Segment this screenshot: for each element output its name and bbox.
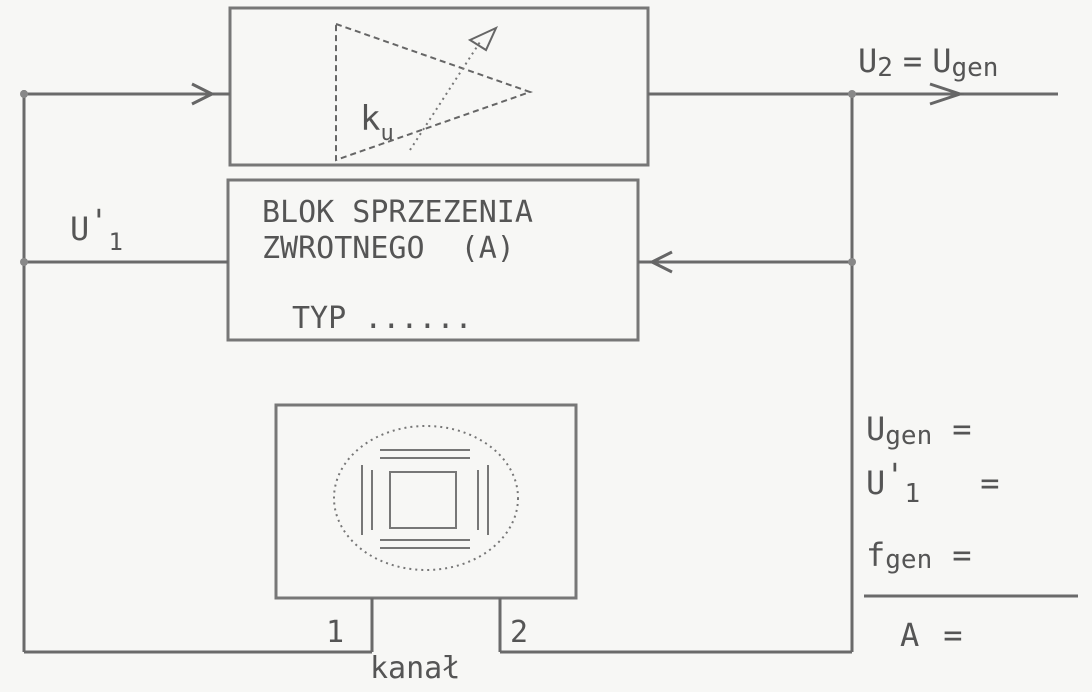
feedback-signal-label: U'1 — [70, 202, 123, 256]
readout-ugen: Ugen= — [866, 410, 972, 451]
node-output — [848, 90, 856, 98]
channel-block — [274, 403, 578, 600]
node-input — [20, 90, 28, 98]
node-feedback-left — [20, 258, 28, 266]
gain-adjust-line — [409, 41, 481, 151]
channel-label: kanał — [370, 651, 460, 686]
feedback-block-line1: BLOK SPRZEZENIA — [262, 195, 533, 230]
output-label: U2=Ugen — [858, 42, 998, 83]
amplifier-block — [228, 6, 650, 167]
output-arrow-icon — [929, 82, 965, 106]
transformer-core-icon — [361, 449, 489, 549]
readout-a: A= — [900, 616, 963, 654]
feedback-arrow-icon — [648, 250, 673, 274]
feedback-block-line2: ZWROTNEGO (A) — [262, 231, 515, 266]
readout-fgen: fgen= — [866, 536, 972, 575]
gain-adjust-arrow-icon — [467, 25, 499, 52]
readout-u1: U'1= — [866, 456, 999, 509]
amplifier-gain-label: ku — [360, 99, 394, 146]
component-circle-icon — [333, 425, 519, 571]
node-feedback-right — [848, 258, 856, 266]
channel-pin1-label: 1 — [326, 615, 344, 650]
amplifier-input-arrow-icon — [191, 82, 216, 106]
amplifier-triangle-icon — [335, 23, 534, 162]
feedback-block — [226, 178, 640, 342]
feedback-block-line3: TYP ...... — [292, 301, 473, 336]
channel-pin2-label: 2 — [510, 615, 528, 650]
